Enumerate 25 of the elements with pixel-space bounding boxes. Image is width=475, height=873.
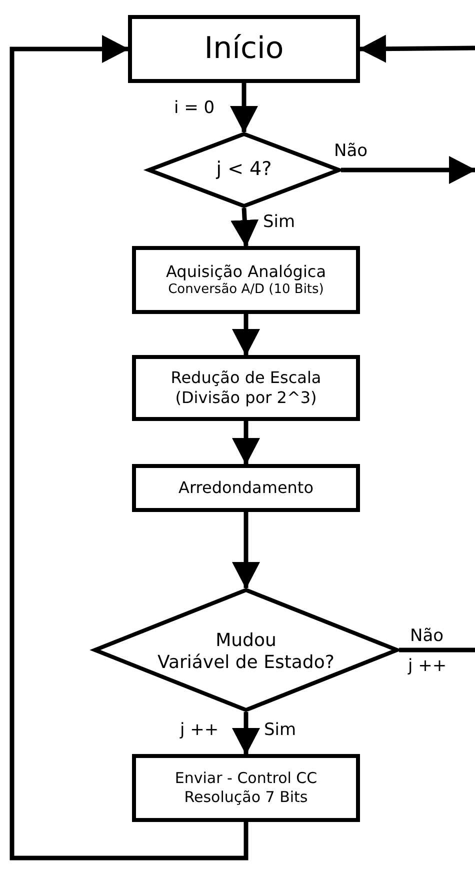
node-text: j < 4?: [216, 158, 272, 182]
node-text: Arredondamento: [178, 478, 314, 498]
process-box: [128, 15, 360, 83]
node-text: Redução de Escala: [170, 368, 322, 388]
node-text: (Divisão por 2^3): [175, 388, 317, 408]
process-box: [132, 754, 360, 822]
node-text: Aquisição Analógica: [166, 262, 326, 282]
node-text: Mudou: [216, 630, 276, 652]
arrow: [230, 83, 258, 133]
node-text: Resolução 7 Bits: [184, 788, 308, 807]
arrow: [341, 156, 475, 184]
arrow: [10, 35, 248, 860]
process-box: [132, 464, 360, 512]
arrow: [232, 314, 260, 356]
node-text: Variável de Estado?: [158, 652, 334, 674]
node-text: Enviar - Control CC: [174, 769, 318, 788]
arrow: [359, 34, 475, 63]
arrow: [232, 712, 260, 755]
node-text: Conversão A/D (10 Bits): [168, 282, 324, 298]
arrow: [232, 512, 260, 589]
arrow: [232, 421, 260, 465]
process-box: [132, 246, 360, 314]
process-box: [132, 355, 360, 421]
node-text: Início: [204, 30, 284, 68]
arrow: [230, 208, 259, 247]
